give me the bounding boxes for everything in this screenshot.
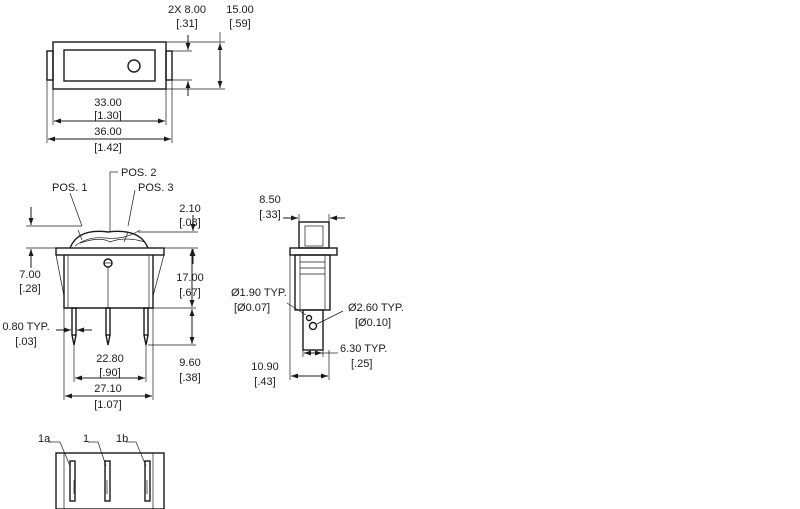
dim-body-depth-in: [.43] xyxy=(254,376,275,388)
side-view-terminal xyxy=(302,309,324,351)
dim-body-height-in: [.67] xyxy=(179,287,200,299)
bottom-terminal-1b xyxy=(144,460,151,502)
dim-terminal-length-mm: 9.60 xyxy=(179,357,200,369)
dim-terminal-thickness-mm: 0.80 TYP. xyxy=(2,321,49,333)
dim-large-hole-in: [Ø0.10] xyxy=(355,317,391,329)
dim-rocker-travel-in: [.08] xyxy=(179,217,200,229)
dim-terminal-spacing-in: [.90] xyxy=(99,367,120,379)
dim-rocker-width-in: [.33] xyxy=(259,209,280,221)
dim-pitch-mm: 2X 8.00 xyxy=(168,4,206,16)
bottom-view-body xyxy=(55,452,165,509)
dim-pitch-in: [.31] xyxy=(176,18,197,30)
bottom-view: 1a 1 1b xyxy=(38,433,165,509)
top-view-rocker xyxy=(63,49,156,82)
dim-body-width-in: [1.07] xyxy=(94,399,122,411)
top-view-left-clip xyxy=(46,50,54,81)
dim-inner-width-in: [1.30] xyxy=(94,110,122,122)
dim-depth-mm: 15.00 xyxy=(226,4,254,16)
position-label-2: POS. 2 xyxy=(121,167,156,179)
dim-rocker-height-in: [.28] xyxy=(19,283,40,295)
dim-rocker-height-mm: 7.00 xyxy=(19,269,40,281)
dim-terminal-width-mm: 6.30 TYP. xyxy=(340,343,387,355)
dim-body-width-mm: 27.10 xyxy=(94,383,122,395)
bottom-terminal-1 xyxy=(104,460,111,502)
front-view-bezel xyxy=(55,247,165,256)
dim-rocker-travel-mm: 2.10 xyxy=(179,203,200,215)
dim-rocker-width-mm: 8.50 xyxy=(259,194,280,206)
terminal-hole-small xyxy=(305,314,313,322)
dim-terminal-spacing-mm: 22.80 xyxy=(96,353,124,365)
dim-small-hole-in: [Ø0.07] xyxy=(234,302,270,314)
top-view: 2X 8.00 [.31] 15.00 [.59] 33.00 [1.30] 3… xyxy=(46,4,254,154)
top-view-right-clip xyxy=(165,50,173,81)
dim-outer-width-in: [1.42] xyxy=(94,142,122,154)
position-label-3: POS. 3 xyxy=(138,182,173,194)
dim-large-hole-mm: Ø2.60 TYP. xyxy=(348,302,404,314)
dim-outer-width-mm: 36.00 xyxy=(94,126,122,138)
dim-terminal-length-in: [.38] xyxy=(179,372,200,384)
terminal-label-1a: 1a xyxy=(38,433,51,445)
dim-depth-in: [.59] xyxy=(229,18,250,30)
terminal-left xyxy=(71,307,77,336)
dim-terminal-thickness-in: [.03] xyxy=(15,336,36,348)
dim-inner-width-mm: 33.00 xyxy=(94,97,122,109)
front-view-rocker xyxy=(69,230,149,249)
front-view: POS. 1 POS. 2 POS. 3 7.00 [.28] 2.10 [.0… xyxy=(2,167,203,411)
dim-terminal-width-in: [.25] xyxy=(351,358,372,370)
terminal-center xyxy=(105,307,111,336)
terminal-label-1: 1 xyxy=(83,433,89,445)
top-view-bezel xyxy=(52,41,167,90)
terminal-hole-large xyxy=(308,321,318,331)
dim-small-hole-mm: Ø1.90 TYP. xyxy=(231,287,287,299)
terminal-right xyxy=(143,307,149,336)
terminal-label-1b: 1b xyxy=(116,433,128,445)
position-label-1: POS. 1 xyxy=(52,182,87,194)
side-view: 8.50 [.33] Ø1.90 TYP. [Ø0.07] Ø2.60 TYP.… xyxy=(231,194,404,388)
side-view-bezel xyxy=(289,247,338,256)
dim-body-depth-mm: 10.90 xyxy=(251,361,279,373)
indicator-lamp xyxy=(127,59,141,73)
dim-body-height-mm: 17.00 xyxy=(176,272,204,284)
bottom-terminal-1a xyxy=(69,460,76,502)
